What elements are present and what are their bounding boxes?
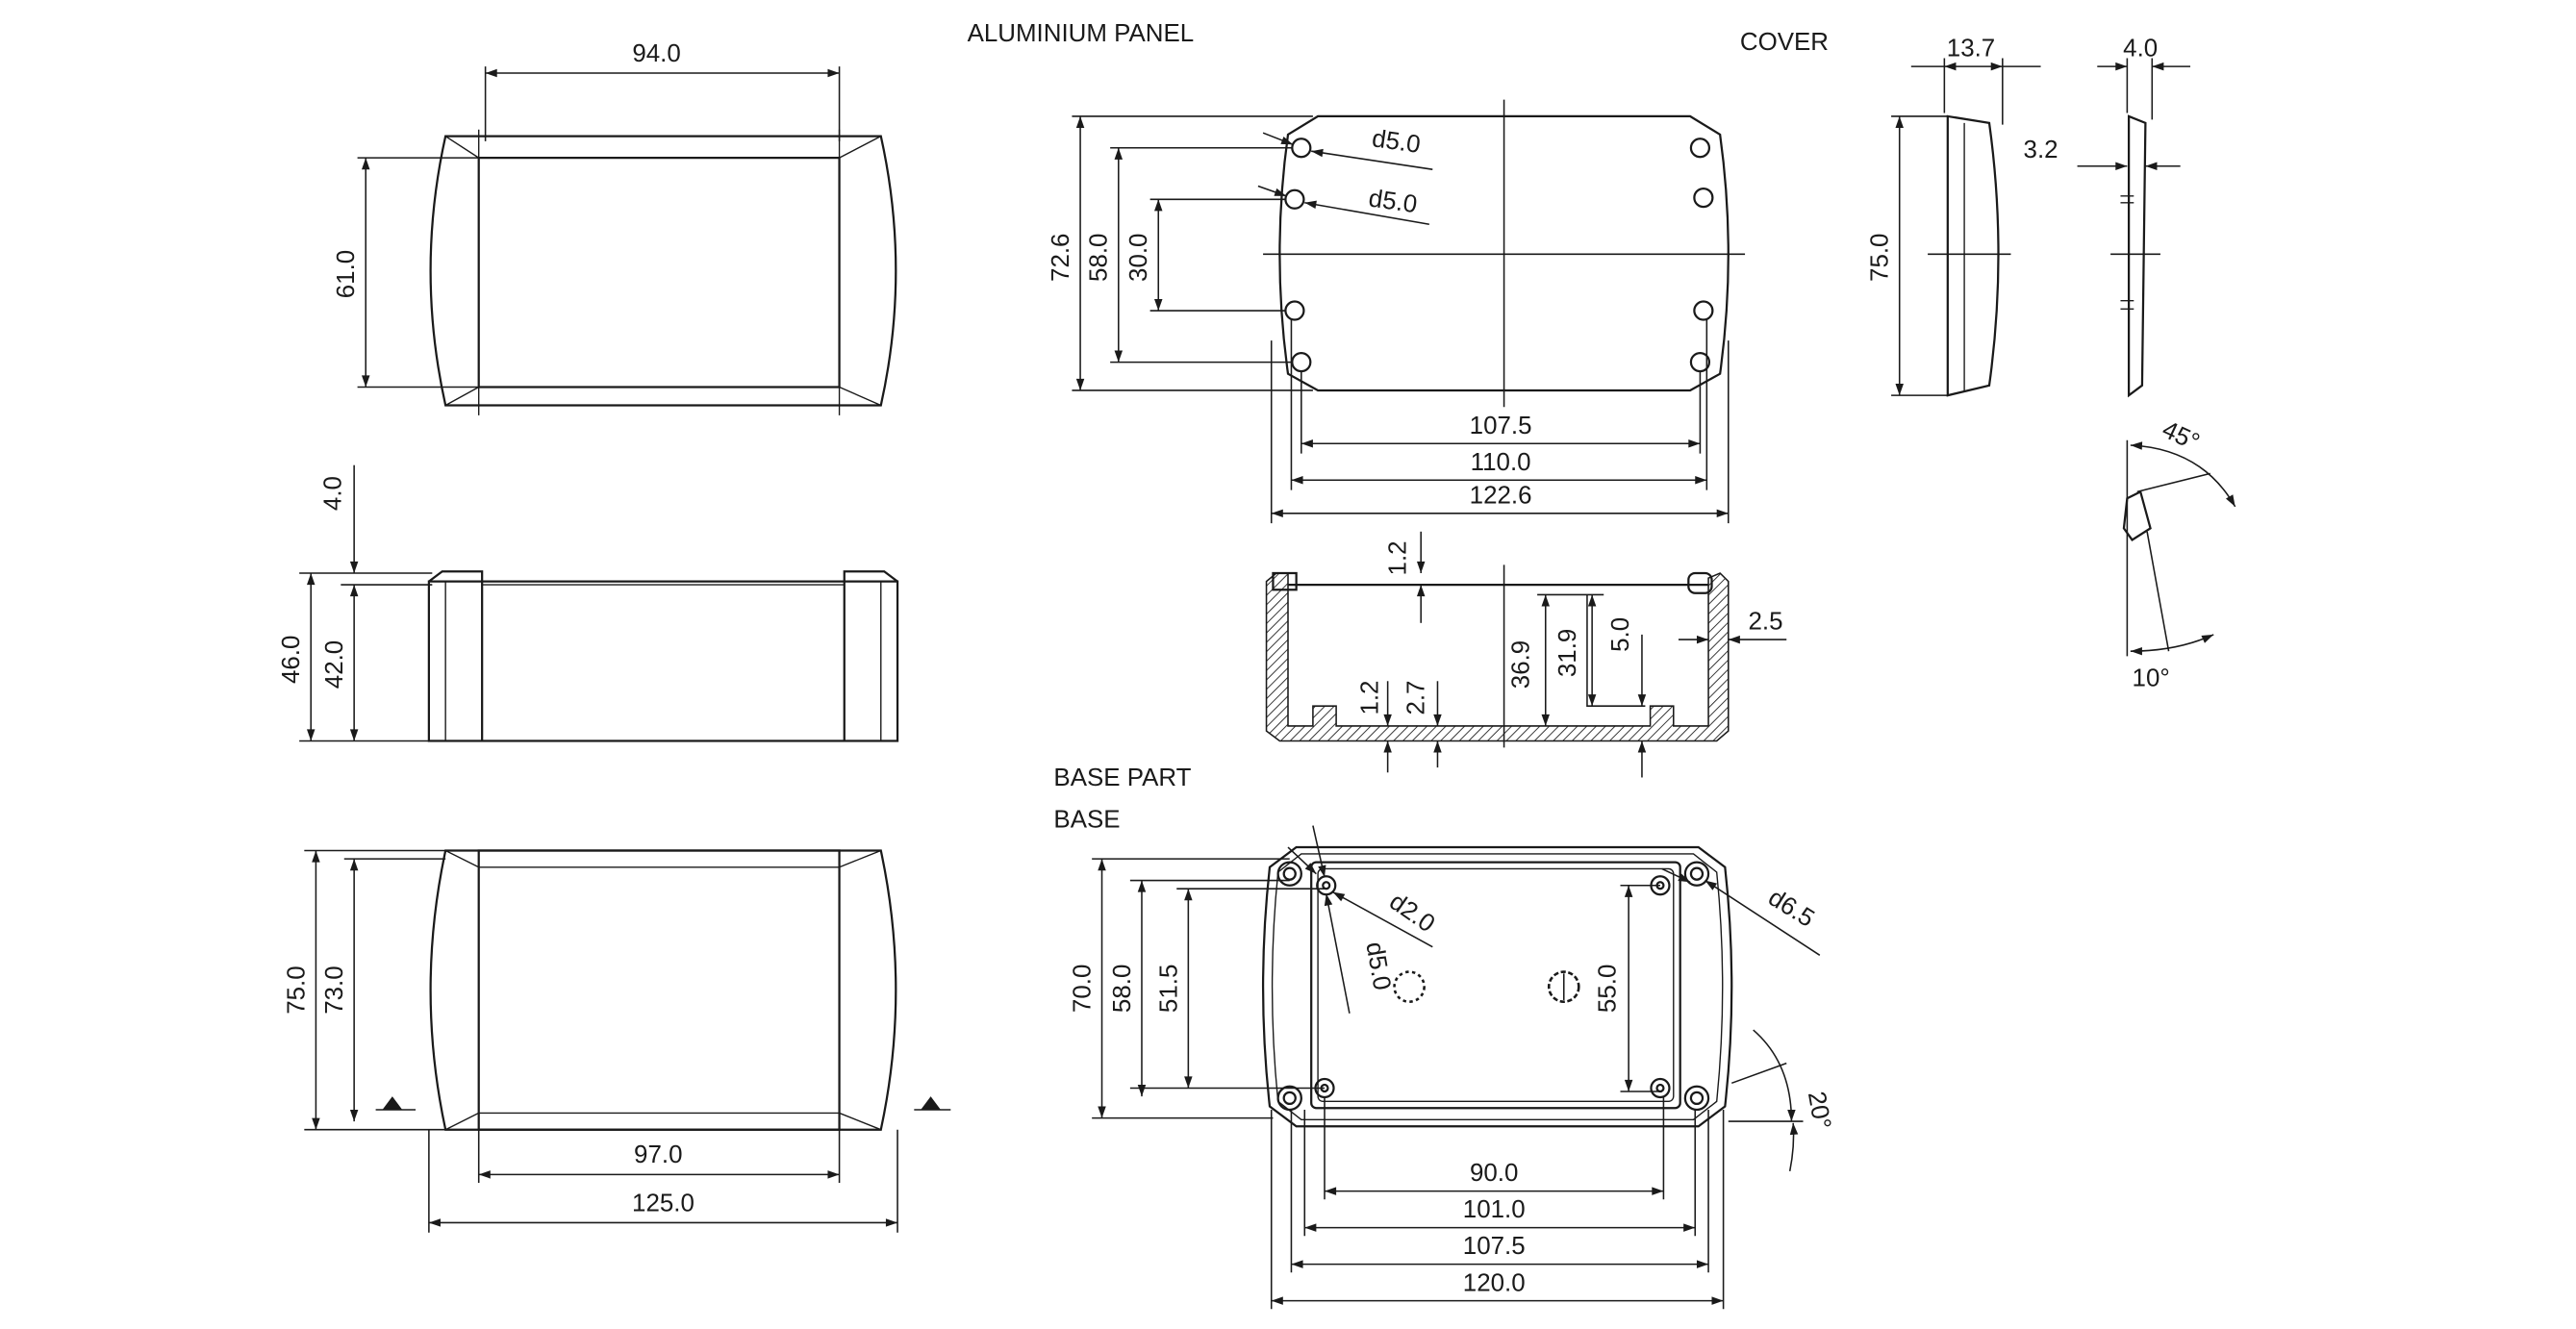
- title-aluminium-panel: ALUMINIUM PANEL: [968, 20, 1195, 47]
- dim-4: 4.0: [319, 476, 346, 511]
- dim-1-2-floor: 1.2: [1356, 681, 1383, 715]
- date-stamp-icon: [1547, 970, 1580, 1003]
- bottom-view: 75.0 73.0 97.0 125.0: [283, 849, 951, 1233]
- base-section-view: 1.2 36.9 31.9 5.0 2.5 1.2 2.7: [1265, 531, 1787, 778]
- recycle-symbol-icon: [1393, 970, 1426, 1003]
- dim-d5-2: d5.0: [1367, 185, 1419, 218]
- dim-90: 90.0: [1470, 1160, 1518, 1187]
- dim-94: 94.0: [632, 40, 680, 67]
- cover-view: COVER 13.7 75.0 4.0 3.2 45° 10°: [1740, 29, 2236, 691]
- dim-61: 61.0: [333, 250, 360, 298]
- dim-d6-5: d6.5: [1763, 884, 1819, 932]
- dim-110: 110.0: [1471, 449, 1531, 476]
- title-base-part: BASE PART: [1053, 765, 1191, 791]
- dim-72-6: 72.6: [1048, 234, 1074, 282]
- dim-120: 120.0: [1463, 1269, 1526, 1296]
- dim-d2: d2.0: [1384, 888, 1439, 938]
- dim-31-9: 31.9: [1554, 629, 1581, 677]
- dim-42: 42.0: [321, 640, 348, 689]
- dim-4-cover: 4.0: [2123, 36, 2158, 63]
- dim-125: 125.0: [632, 1190, 695, 1216]
- dim-2-7: 2.7: [1403, 681, 1430, 715]
- dim-13-7: 13.7: [1947, 36, 1995, 63]
- dim-46: 46.0: [278, 636, 305, 684]
- dim-5: 5.0: [1607, 617, 1634, 652]
- dim-70: 70.0: [1069, 965, 1096, 1013]
- dim-d5-base: d5.0: [1360, 940, 1395, 992]
- dim-3-2: 3.2: [2024, 137, 2058, 163]
- dim-97: 97.0: [634, 1141, 682, 1168]
- dim-122-6: 122.6: [1470, 482, 1532, 509]
- dim-51-5: 51.5: [1155, 965, 1182, 1013]
- dim-58: 58.0: [1086, 234, 1113, 282]
- dim-58-base: 58.0: [1109, 965, 1136, 1013]
- angle-20: 20°: [1803, 1090, 1835, 1131]
- dim-75: 75.0: [283, 965, 310, 1014]
- dim-55: 55.0: [1594, 965, 1621, 1013]
- dim-1-2-top: 1.2: [1385, 540, 1412, 575]
- base-top-view: BASE PART BASE 70.0 58.0 51.5 55.0 d2.0 …: [1053, 765, 1835, 1310]
- dim-30: 30.0: [1125, 234, 1152, 282]
- title-base: BASE: [1053, 806, 1120, 833]
- dim-2-5: 2.5: [1749, 609, 1783, 636]
- dim-d5-1: d5.0: [1371, 125, 1423, 159]
- title-cover: COVER: [1740, 29, 1829, 56]
- front-view: 94.0 61.0: [333, 40, 897, 415]
- dim-73: 73.0: [321, 965, 348, 1014]
- angle-10: 10°: [2133, 664, 2170, 691]
- dim-107-5: 107.5: [1470, 413, 1532, 439]
- dim-101: 101.0: [1463, 1196, 1526, 1223]
- side-view: 4.0 46.0 42.0: [278, 464, 899, 742]
- dim-75-cover: 75.0: [1867, 234, 1894, 282]
- aluminium-panel-view: ALUMINIUM PANEL 72.6 58.0 30.0 d5.0 d5.0…: [968, 20, 1746, 524]
- dim-36-9: 36.9: [1507, 640, 1534, 689]
- dim-107-5-base: 107.5: [1463, 1233, 1526, 1260]
